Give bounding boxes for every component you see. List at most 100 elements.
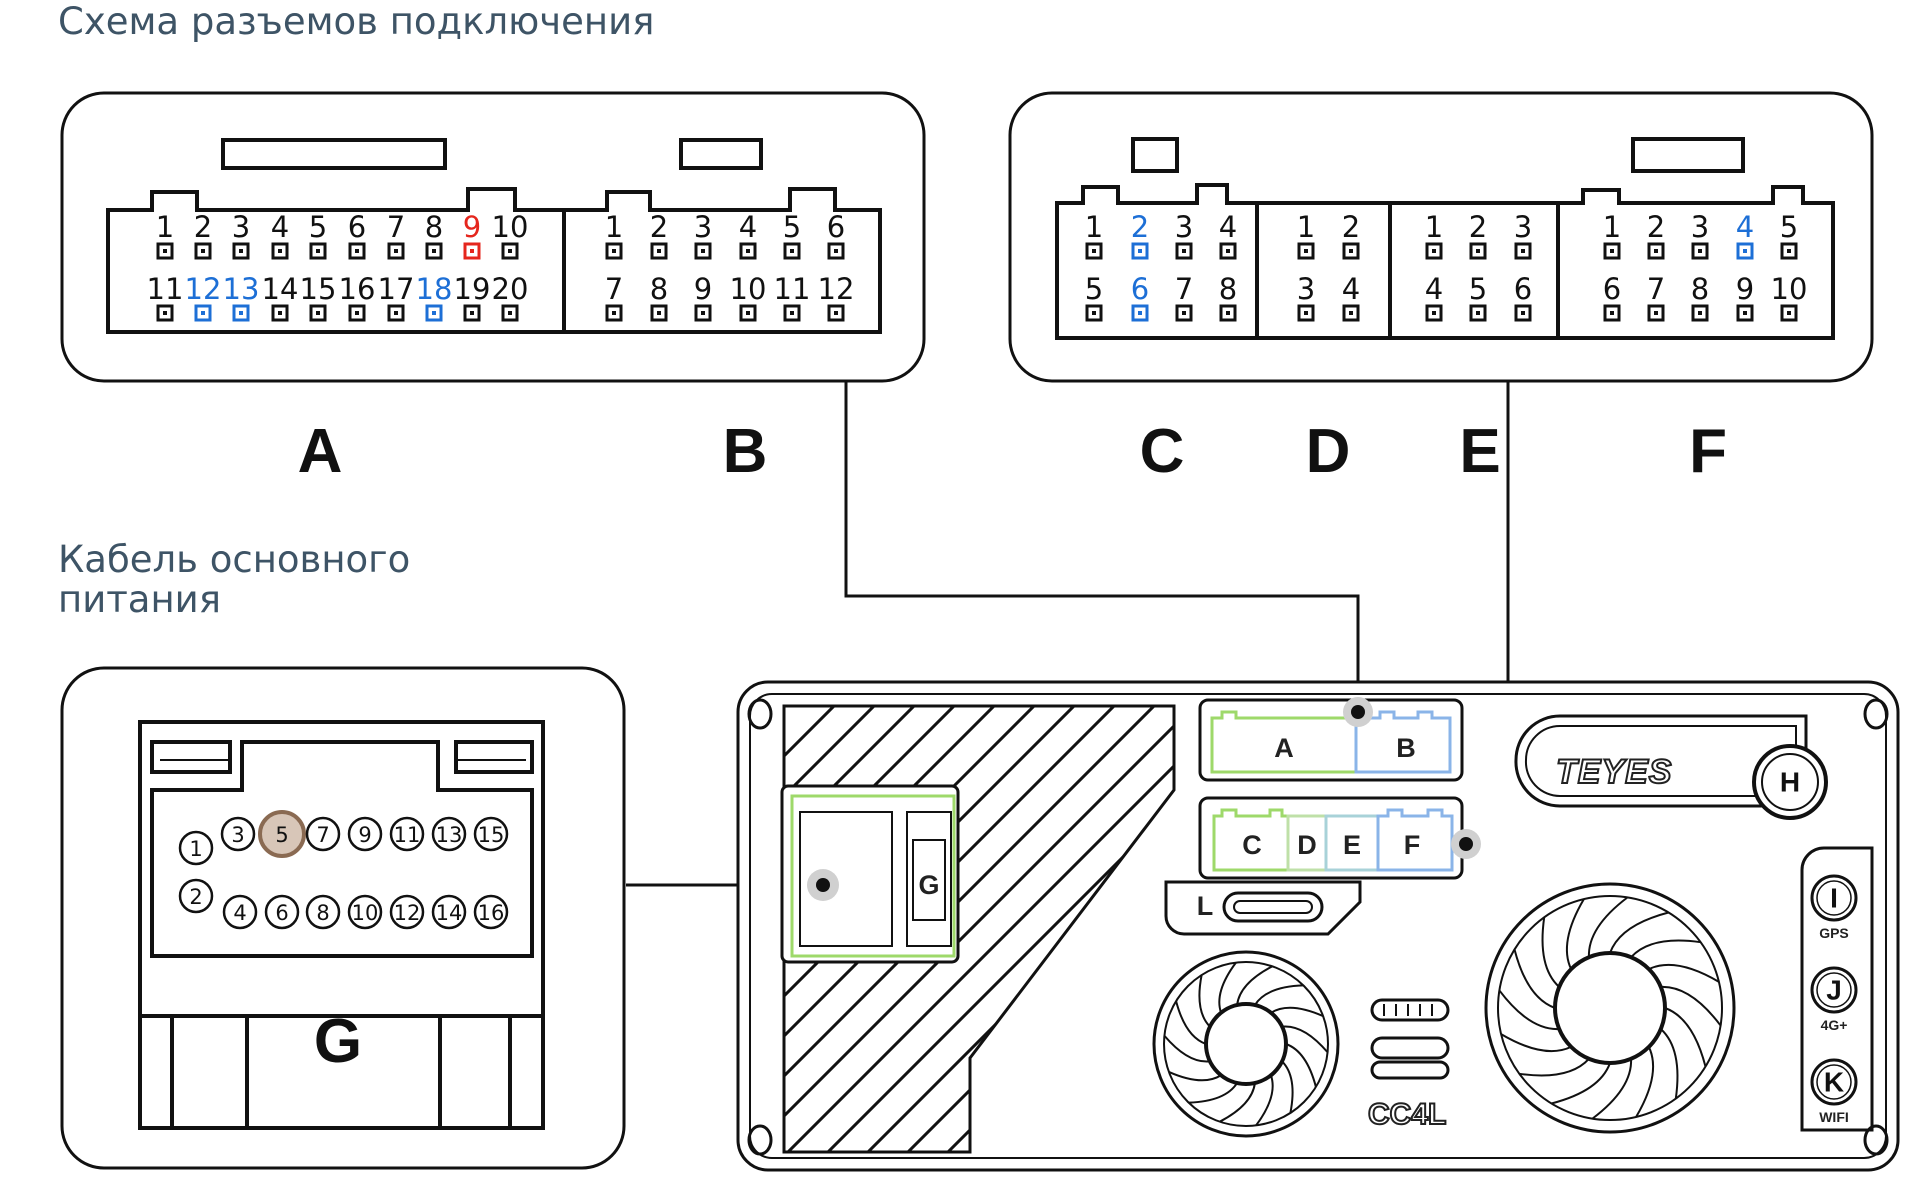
- g-pin-1: [178, 830, 214, 866]
- pin-B-10: 10: [730, 272, 767, 306]
- fan-blade: [1551, 1062, 1611, 1105]
- pin-A-9-dot: [470, 249, 474, 253]
- pin-F-3: 3: [1691, 210, 1709, 244]
- side-button-j[interactable]: [1810, 966, 1858, 1014]
- housing-ab: [106, 138, 882, 334]
- brand-plate: TEYES: [1514, 714, 1808, 808]
- pin-A-10: 10: [492, 210, 529, 244]
- pin-A-14-contact: [271, 304, 289, 322]
- pin-C-7-contact: [1175, 304, 1193, 322]
- pin-C-3-dot: [1182, 249, 1186, 253]
- pin-F-6-contact: [1603, 304, 1621, 322]
- port-g[interactable]: G: [780, 784, 960, 964]
- pin-C-4: 4: [1219, 210, 1237, 244]
- pin-A-7: 7: [387, 210, 405, 244]
- side-button-i[interactable]: [1810, 874, 1858, 922]
- side-button-k-label: K: [1824, 1067, 1844, 1098]
- g-pin-13-label: 13: [436, 823, 463, 847]
- pin-E-1: 1: [1425, 210, 1443, 244]
- pin-A-16: 16: [339, 272, 376, 306]
- g-pin-13: [431, 816, 467, 852]
- g-pin-2: [178, 878, 214, 914]
- pin-F-7: 7: [1647, 272, 1665, 306]
- g-pin-9-label: 9: [358, 823, 371, 847]
- port-b-label: B: [1396, 733, 1416, 763]
- pin-E-6-dot: [1521, 311, 1525, 315]
- pin-A-20-dot: [508, 311, 512, 315]
- port-l[interactable]: L: [1164, 880, 1362, 936]
- pin-B-6-contact: [827, 242, 845, 260]
- fan-blade: [1635, 1046, 1655, 1118]
- pin-B-12-dot: [834, 311, 838, 315]
- pin-B-5-dot: [790, 249, 794, 253]
- port-cdef[interactable]: C D E F: [1198, 796, 1481, 880]
- pin-C-2-dot: [1138, 249, 1142, 253]
- main-power-cable-heading: Кабель основного питания: [58, 540, 410, 620]
- fan-blade: [1660, 1028, 1679, 1099]
- brand-logo: TEYES: [1556, 753, 1672, 791]
- side-button-k-ring: [1816, 1064, 1852, 1100]
- pin-A-15-contact: [309, 304, 327, 322]
- g-pin-10-label: 10: [352, 901, 379, 925]
- pin-C-6-dot: [1138, 311, 1142, 315]
- pin-E-1-contact: [1425, 242, 1443, 260]
- pin-A-9-contact: [463, 242, 481, 260]
- pin-E-5-contact: [1469, 304, 1487, 322]
- pin-F-2-dot: [1654, 249, 1658, 253]
- pin-C-4-contact: [1219, 242, 1237, 260]
- pin-C-4-dot: [1226, 249, 1230, 253]
- pin-C-7: 7: [1175, 272, 1193, 306]
- pin-E-6: 6: [1514, 272, 1532, 306]
- pin-E-3: 3: [1514, 210, 1532, 244]
- fan-blade: [1664, 1007, 1707, 1067]
- port-ab[interactable]: A B: [1198, 697, 1464, 782]
- pin-B-1: 1: [605, 210, 623, 244]
- pin-B-3-contact: [694, 242, 712, 260]
- pin-A-5: 5: [309, 210, 327, 244]
- pin-E-1-dot: [1432, 249, 1436, 253]
- heatsink-fin: [818, 706, 1174, 1152]
- g-pin-16: [473, 894, 509, 930]
- pin-C-5-dot: [1092, 311, 1096, 315]
- g-pin-3-label: 3: [231, 823, 244, 847]
- port-g-label: G: [918, 870, 939, 900]
- pin-B-12-contact: [827, 304, 845, 322]
- pin-D-3: 3: [1297, 272, 1315, 306]
- pin-C-5: 5: [1085, 272, 1103, 306]
- pin-F-4-dot: [1743, 249, 1747, 253]
- pin-A-18: 18: [416, 272, 453, 306]
- pin-A-16-contact: [348, 304, 366, 322]
- pin-D-2: 2: [1342, 210, 1360, 244]
- heatsink-outline: [782, 704, 1176, 1154]
- g-connector-letter: G: [314, 1007, 362, 1076]
- pin-A-13-dot: [239, 311, 243, 315]
- g-pin-8-label: 8: [316, 901, 329, 925]
- pin-A-20-contact: [501, 304, 519, 322]
- main-power-cable-heading-line1: Кабель основного: [58, 538, 411, 581]
- pin-B-4: 4: [739, 210, 757, 244]
- pin-A-11-contact: [156, 304, 174, 322]
- pin-A-12-dot: [201, 311, 205, 315]
- side-button-i-ring: [1816, 880, 1852, 916]
- pin-B-9: 9: [694, 272, 712, 306]
- pin-F-1-contact: [1603, 242, 1621, 260]
- pin-A-13: 13: [223, 272, 260, 306]
- g-pin-11-label: 11: [394, 823, 421, 847]
- heatsink-fin: [784, 706, 922, 1152]
- fan-blade: [1281, 1025, 1329, 1053]
- pin-B-4-contact: [739, 242, 757, 260]
- connector-letter-f: F: [1689, 417, 1727, 486]
- pin-A-6-contact: [348, 242, 366, 260]
- connector-letter-e: E: [1459, 417, 1500, 486]
- pin-F-10: 10: [1771, 272, 1808, 306]
- fan-blade: [1500, 1033, 1572, 1053]
- fan-blade: [1648, 963, 1720, 983]
- pin-F-2: 2: [1647, 210, 1665, 244]
- pin-F-3-dot: [1698, 249, 1702, 253]
- side-button-k[interactable]: [1810, 1058, 1858, 1106]
- pin-F-7-contact: [1647, 304, 1665, 322]
- pin-F-8-dot: [1698, 311, 1702, 315]
- button-h[interactable]: H: [1752, 744, 1828, 820]
